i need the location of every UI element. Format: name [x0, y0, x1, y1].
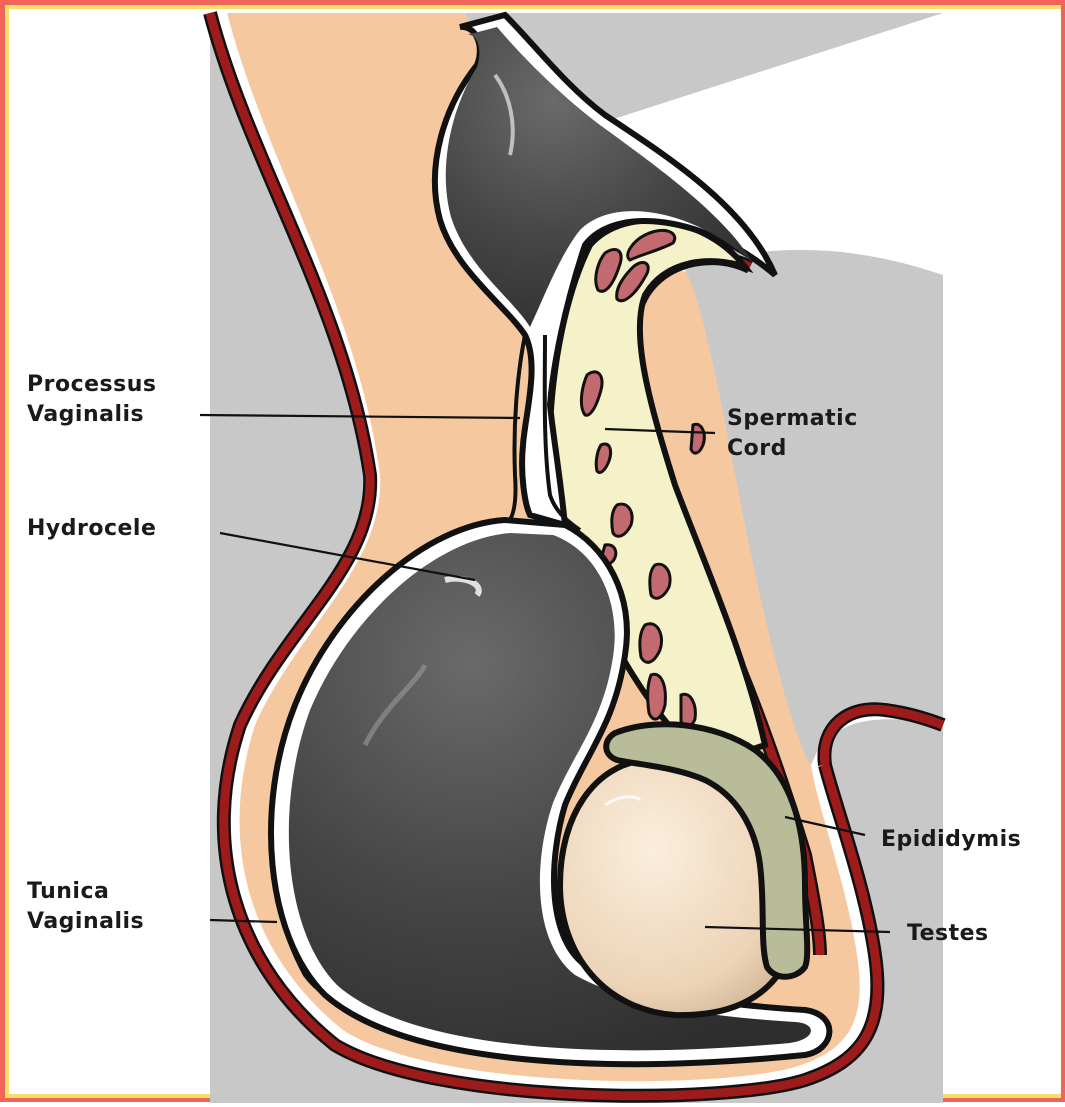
- tunica-vaginalis-label-line1: Tunica: [27, 879, 109, 904]
- epididymis-label: Epididymis: [881, 827, 1021, 852]
- spermatic-cord-label-line1: Spermatic: [727, 406, 858, 431]
- processus-vaginalis-label-line2: Vaginalis: [27, 402, 144, 427]
- spermatic-cord-label-line2: Cord: [727, 436, 787, 461]
- tunica-vaginalis-label-line2: Vaginalis: [27, 909, 144, 934]
- processus-vaginalis-label-line1: Processus: [27, 372, 157, 397]
- testes-label: Testes: [907, 921, 989, 946]
- hydrocele-diagram: Processus Vaginalis Spermatic Cord Hydro…: [5, 5, 1065, 1107]
- hydrocele-label: Hydrocele: [27, 516, 156, 541]
